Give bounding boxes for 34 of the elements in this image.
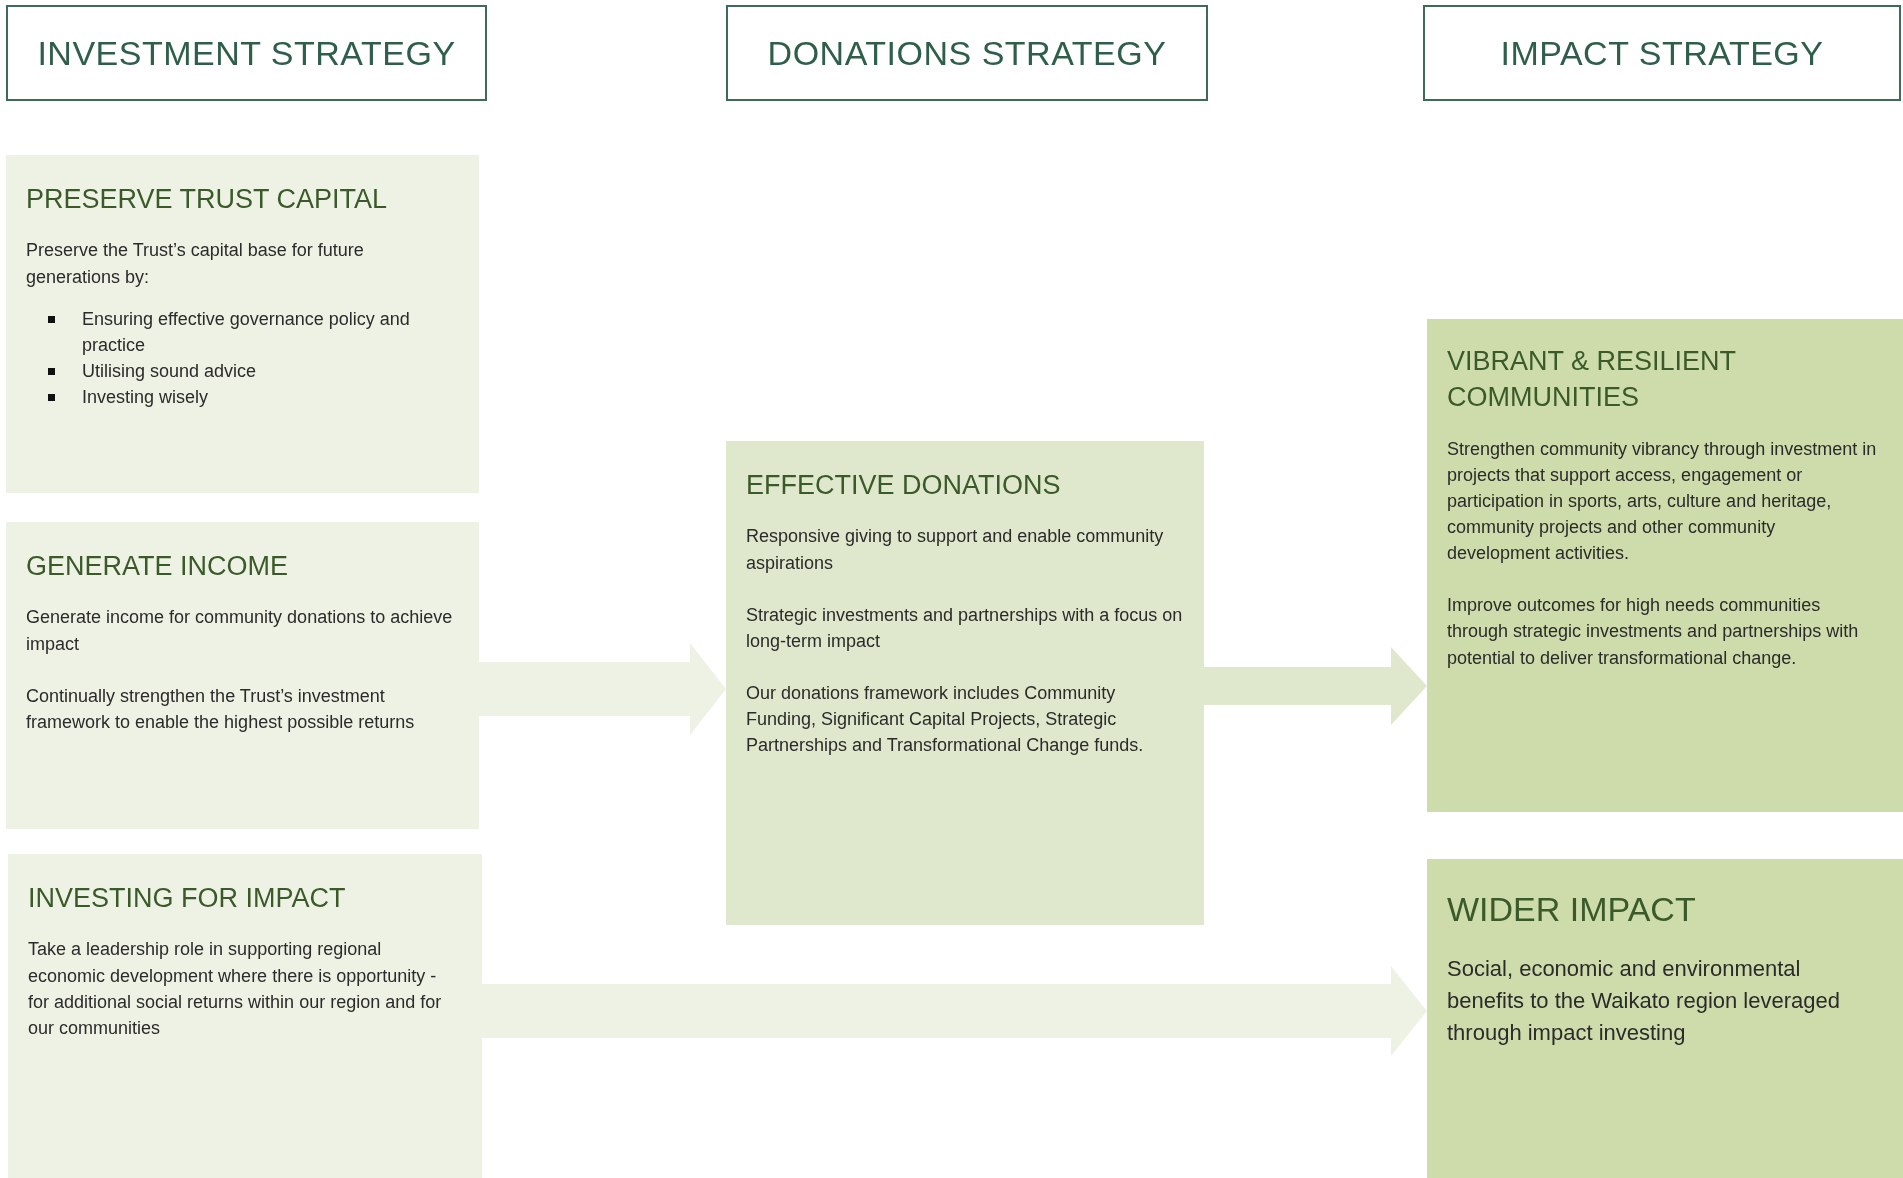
column-header: INVESTMENT STRATEGY bbox=[37, 33, 456, 73]
card-heading: EFFECTIVE DONATIONS bbox=[746, 469, 1062, 502]
strategy-card bbox=[8, 854, 482, 1178]
card-heading: INVESTING FOR IMPACT bbox=[28, 882, 347, 915]
card-text: Strengthen community vibrancy through investment in projects that support access, engagement or participation in sports, arts, culture and heritage, community projects and other community development activities. bbox=[1447, 437, 1878, 566]
block-arrow bbox=[482, 966, 1427, 1056]
card-text: Responsive giving to support and enable community aspirations bbox=[746, 525, 1165, 575]
block-arrow bbox=[479, 643, 726, 735]
bullet-item: Ensuring effective governance policy and practice bbox=[26, 305, 459, 358]
strategy-card bbox=[6, 522, 479, 829]
column-header: IMPACT STRATEGY bbox=[1500, 33, 1824, 73]
bullet-item: Investing wisely bbox=[26, 383, 459, 410]
column-header-box bbox=[1423, 5, 1901, 101]
card-heading: PRESERVE TRUST CAPITAL bbox=[26, 183, 389, 216]
column-header-box bbox=[6, 5, 487, 101]
strategy-card bbox=[1427, 319, 1903, 812]
card-text: Strategic investments and partnerships with a focus on long-term impact bbox=[746, 603, 1184, 653]
card-text: Our donations framework includes Community Funding, Significant Capital Projects, Strategic Partnerships and Transformational Change funds. bbox=[746, 681, 1145, 757]
bullet-item: Utilising sound advice bbox=[26, 357, 459, 384]
card-heading: GENERATE INCOME bbox=[26, 550, 290, 583]
card-text: Take a leadership role in supporting regional economic development where there is opportunity - for additional social returns within our region and for our communities bbox=[28, 938, 443, 1040]
card-heading: WIDER IMPACT bbox=[1447, 889, 1697, 930]
card-text: Preserve the Trust’s capital base for future generations by: bbox=[26, 239, 365, 289]
strategy-card bbox=[6, 155, 479, 493]
column-header: DONATIONS STRATEGY bbox=[767, 33, 1167, 73]
card-text: Improve outcomes for high needs communities through strategic investments and partnerships with potential to deliver transformational change. bbox=[1447, 594, 1860, 670]
card-heading: VIBRANT & RESILIENT COMMUNITIES bbox=[1447, 345, 1737, 415]
strategy-card bbox=[1427, 859, 1903, 1178]
strategy-card bbox=[726, 441, 1204, 925]
card-text: Generate income for community donations to achieve impact bbox=[26, 606, 454, 656]
card-text: Continually strengthen the Trust’s investment framework to enable the highest possible returns bbox=[26, 684, 416, 734]
card-text: Social, economic and environmental benefits to the Waikato region leveraged through impact investing bbox=[1447, 954, 1841, 1047]
column-header-box bbox=[726, 5, 1208, 101]
block-arrow bbox=[1204, 647, 1427, 725]
